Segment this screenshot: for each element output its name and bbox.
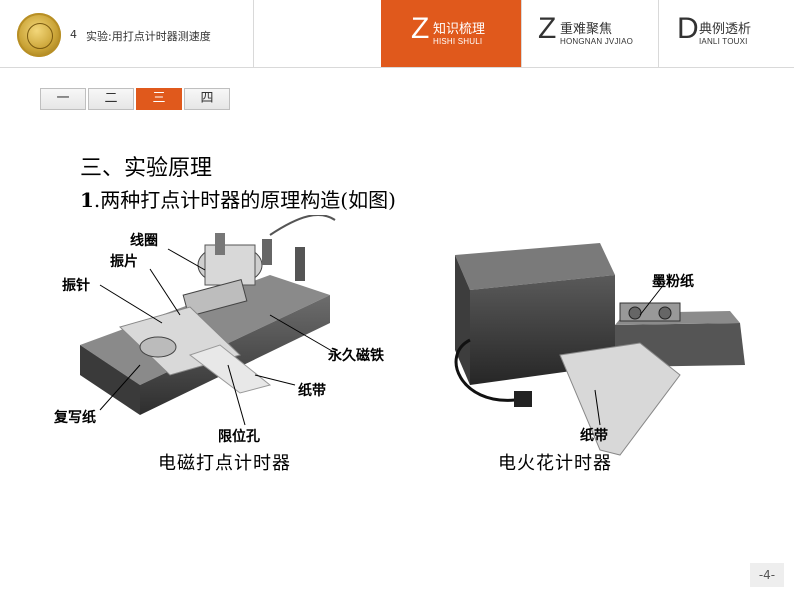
header-divider [253,0,254,67]
electromagnetic-timer-drawing [80,215,336,426]
timer-figure: 线圈 振片 振针 永久磁铁 纸带 复写纸 限位孔 电磁打点计时器 墨粉纸 纸带 … [40,215,760,480]
lesson-title: 实验:用打点计时器测速度 [86,30,211,43]
header-divider [521,0,522,67]
section-tab-4[interactable]: 四 [184,88,230,110]
header-divider [658,0,659,67]
section-tab-1[interactable]: 一 [40,88,86,110]
label-tape-left: 纸带 [298,383,326,399]
timer-illustrations [80,215,745,456]
label-limit-hole: 限位孔 [218,429,260,445]
spark-timer-drawing [454,243,745,456]
subheading: 1.两种打点计时器的原理构造(如图) [80,188,396,212]
label-tape-right: 纸带 [580,428,608,444]
lesson-number: 4 [70,28,77,41]
label-coil: 线圈 [130,233,158,249]
school-logo [17,13,61,57]
caption-electromagnetic: 电磁打点计时器 [158,453,291,474]
tab-zhongnan-jujiao[interactable]: Z 重难聚焦 HONGNAN JVJIAO [538,12,634,47]
page-number: -4- [750,563,784,587]
label-reed: 振片 [110,254,138,270]
label-magnet: 永久磁铁 [328,348,384,364]
tab-zhishi-shuli[interactable]: Z 知识梳理 HISHI SHULI [381,0,521,67]
label-carbon: 复写纸 [54,410,96,426]
tab-dianli-touxi[interactable]: D 典例透析 IANLI TOUXI [677,12,752,47]
section-tab-3[interactable]: 三 [136,88,182,110]
label-ink-paper: 墨粉纸 [652,274,694,290]
label-needle: 振针 [62,278,90,294]
section-tab-2[interactable]: 二 [88,88,134,110]
header-bar: 4 实验:用打点计时器测速度 Z 知识梳理 HISHI SHULI Z 重难聚焦… [0,0,794,68]
section-heading: 三、实验原理 [80,156,213,181]
caption-spark: 电火花计时器 [498,453,612,474]
